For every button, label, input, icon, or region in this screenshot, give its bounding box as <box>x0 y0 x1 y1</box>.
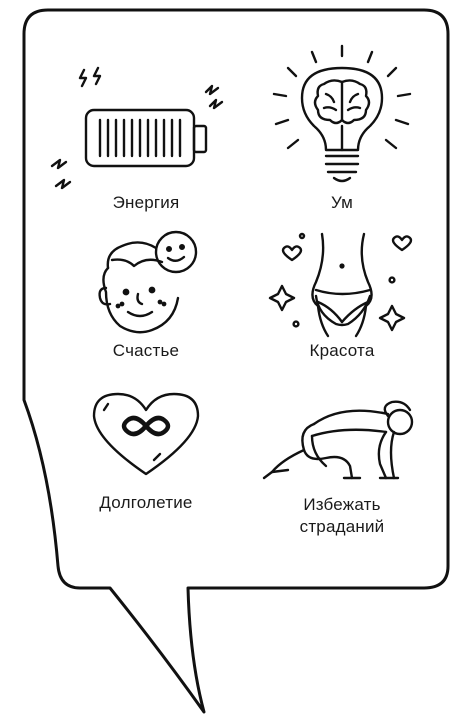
item-label: Энергия <box>112 193 180 212</box>
item-beauty: Красота <box>252 228 432 362</box>
happy-face-icon <box>56 232 236 340</box>
item-mind: Ум <box>252 46 432 214</box>
item-label: Избежать страданий <box>299 495 385 536</box>
body-figure-icon <box>252 228 432 340</box>
crouching-person-icon <box>252 396 432 486</box>
heart-infinity-icon <box>56 388 236 484</box>
item-label: Счастье <box>112 341 180 360</box>
item-label: Ум <box>330 193 354 212</box>
item-label: Красота <box>309 341 375 360</box>
item-energy: Энергия <box>56 62 236 214</box>
item-avoid-suffering: Избежать страданий <box>252 396 432 538</box>
item-label: Долголетие <box>99 493 193 512</box>
item-happiness: Счастье <box>56 232 236 362</box>
battery-icon <box>56 62 236 192</box>
item-longevity: Долголетие <box>56 388 236 514</box>
lightbulb-brain-icon <box>252 46 432 192</box>
